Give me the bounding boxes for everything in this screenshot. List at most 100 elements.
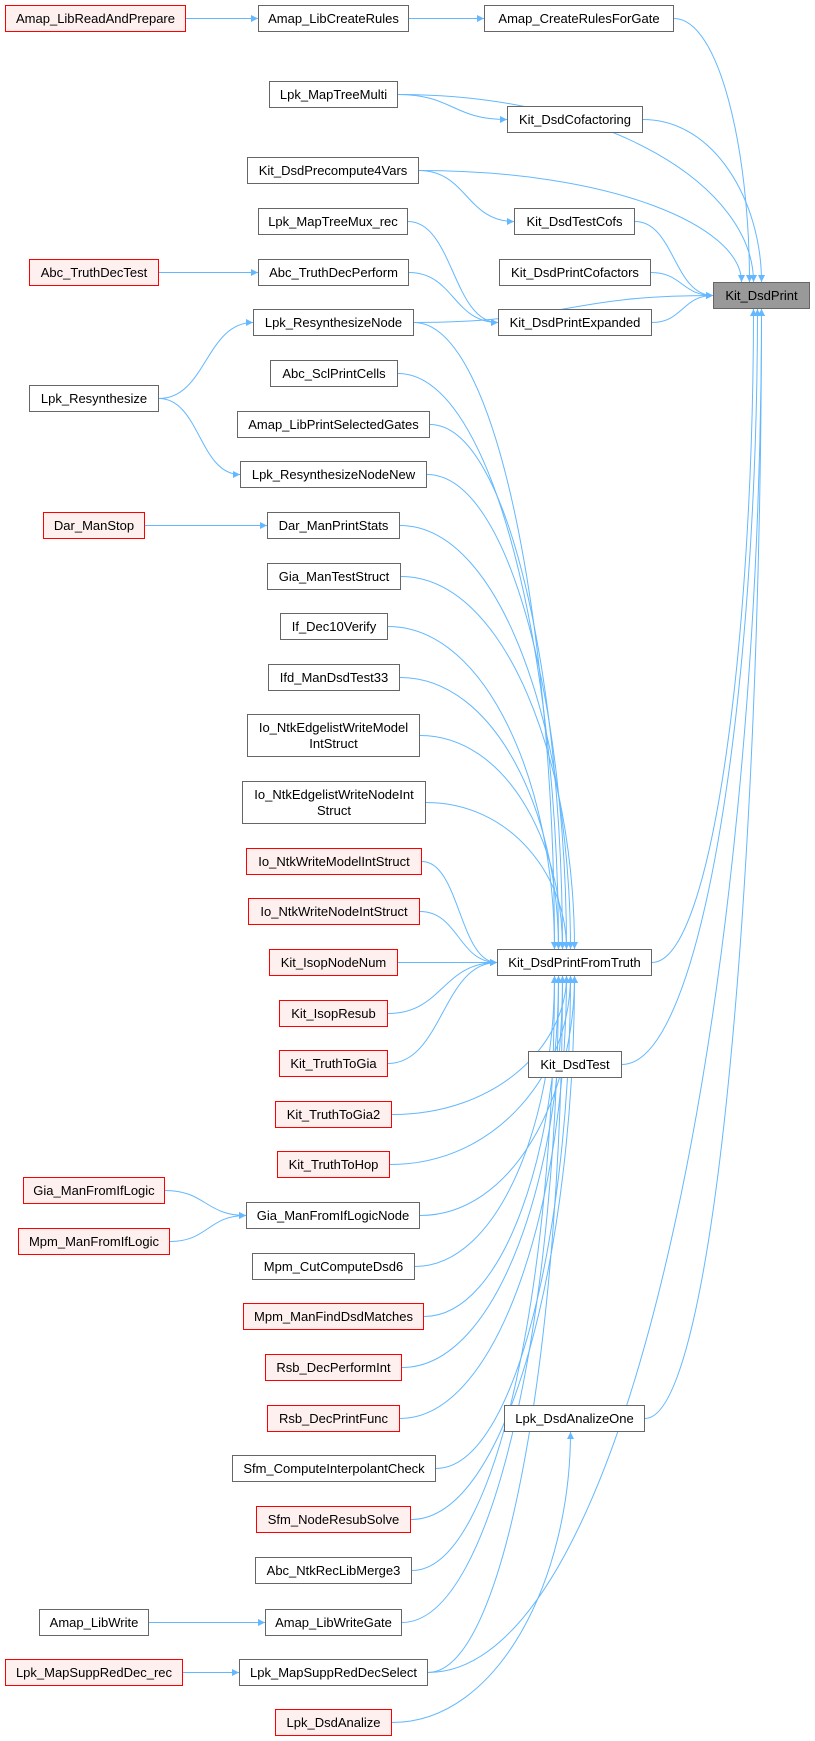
call-edge-n_gmfil-to-n_gmfiln (164, 1190, 247, 1219)
node-abc-ntkreclibmerge3[interactable]: Abc_NtkRecLibMerge3 (255, 1557, 412, 1584)
node-amap-libprintselectedgates[interactable]: Amap_LibPrintSelectedGates (237, 411, 430, 438)
call-edge-n_mtm-to-n_root (397, 94, 757, 283)
node-kit-truthtohop[interactable]: Kit_TruthToHop (277, 1151, 390, 1178)
call-edge-n_mtmux-to-n_pexp (407, 221, 499, 326)
node-lpk-maptreemux-rec[interactable]: Lpk_MapTreeMux_rec (258, 208, 408, 235)
node-abc-sclprintcells[interactable]: Abc_SclPrintCells (270, 360, 398, 387)
node-label: Io_NtkEdgelistWriteModel IntStruct (258, 719, 409, 751)
node-amap-libwritegate[interactable]: Amap_LibWriteGate (265, 1609, 402, 1636)
node-dar-manprintstats[interactable]: Dar_ManPrintStats (267, 512, 400, 539)
call-edge-n_tcofs-to-n_root (634, 221, 714, 299)
node-label: Kit_DsdPrintExpanded (509, 314, 641, 330)
node-label: Sfm_NodeResubSolve (267, 1511, 400, 1527)
node-gia-mantestsruct[interactable]: Gia_ManTestStruct (267, 563, 401, 590)
call-edge-n_msrds-to-n_pft (427, 975, 566, 1673)
node-io-ntkwritemodelintstruct[interactable]: Io_NtkWriteModelIntStruct (246, 848, 422, 875)
node-kit-dsdprintfromtruth[interactable]: Kit_DsdPrintFromTruth (497, 949, 652, 976)
call-edge-n_rs-to-n_rsn (158, 319, 254, 399)
node-label: Kit_IsopNodeNum (280, 954, 387, 970)
node-label: Lpk_ResynthesizeNodeNew (251, 466, 416, 482)
node-label: Kit_IsopResub (291, 1005, 376, 1021)
node-label: Rsb_DecPerformInt (276, 1359, 391, 1375)
node-label: Lpk_MapSuppRedDec_rec (15, 1664, 173, 1680)
node-kit-truthtogia2[interactable]: Kit_TruthToGia2 (275, 1101, 392, 1128)
node-kit-dsdprint[interactable]: Kit_DsdPrint (713, 282, 810, 309)
node-lpk-dsdanalizeone[interactable]: Lpk_DsdAnalizeOne (504, 1405, 645, 1432)
node-kit-dsdtestcofs[interactable]: Kit_DsdTestCofs (514, 208, 635, 235)
node-if-dec10verify[interactable]: If_Dec10Verify (280, 613, 388, 640)
node-label: Kit_TruthToHop (288, 1156, 379, 1172)
node-kit-truthtogia[interactable]: Kit_TruthToGia (279, 1050, 388, 1077)
node-sfm-noderesubsolve[interactable]: Sfm_NodeResubSolve (256, 1506, 411, 1533)
call-edge-n_pcof-to-n_root (650, 272, 714, 299)
node-label: Amap_LibWriteGate (275, 1614, 392, 1630)
node-abc-truthdectest[interactable]: Abc_TruthDecTest (29, 259, 159, 286)
node-amap-libwrite[interactable]: Amap_LibWrite (39, 1609, 149, 1636)
node-lpk-mapsuppreddec-rec[interactable]: Lpk_MapSuppRedDec_rec (5, 1659, 183, 1686)
node-label: Amap_LibWrite (49, 1614, 139, 1630)
node-dar-manstop[interactable]: Dar_ManStop (43, 512, 145, 539)
node-kit-dsdprintcofactors[interactable]: Kit_DsdPrintCofactors (499, 259, 651, 286)
node-label: Gia_ManFromIfLogic (33, 1182, 155, 1198)
node-amap-createrulesforgate[interactable]: Amap_CreateRulesForGate (484, 5, 674, 32)
node-kit-dsdtest[interactable]: Kit_DsdTest (528, 1051, 622, 1078)
node-ifd-mandsdtest33[interactable]: Ifd_ManDsdTest33 (268, 664, 400, 691)
node-label: Kit_DsdPrintCofactors (511, 264, 639, 280)
call-edge-n_mtm-to-n_dcof (397, 94, 508, 123)
node-label: Ifd_ManDsdTest33 (279, 669, 389, 685)
node-label: Dar_ManPrintStats (278, 517, 389, 533)
node-kit-dsdprintexpanded[interactable]: Kit_DsdPrintExpanded (498, 309, 652, 336)
node-sfm-computeinterpolantcheck[interactable]: Sfm_ComputeInterpolantCheck (232, 1455, 436, 1482)
node-gia-manfromiflogic[interactable]: Gia_ManFromIfLogic (23, 1177, 165, 1204)
node-label: Lpk_Resynthesize (40, 390, 148, 406)
node-gia-manfromiflogicnode[interactable]: Gia_ManFromIfLogicNode (246, 1202, 420, 1229)
call-edge-n_gmfiln-to-n_pft (419, 975, 578, 1216)
call-edge-n_da-to-n_dao (391, 1431, 574, 1723)
node-kit-isopnodenum[interactable]: Kit_IsopNodeNum (269, 949, 398, 976)
node-label: Abc_TruthDecTest (40, 264, 148, 280)
node-label: Mpm_CutComputeDsd6 (263, 1258, 404, 1274)
node-io-ntkedgelistwritenodeintstruct[interactable]: Io_NtkEdgelistWriteNodeInt Struct (242, 781, 426, 824)
node-kit-dsdcofactoring[interactable]: Kit_DsdCofactoring (507, 106, 643, 133)
node-mpm-manfromiflogic[interactable]: Mpm_ManFromIfLogic (18, 1228, 170, 1255)
node-lpk-maptreemulti[interactable]: Lpk_MapTreeMulti (269, 81, 398, 108)
call-edge-n_mccd-to-n_pft (414, 975, 558, 1267)
node-amap-libcreaterules[interactable]: Amap_LibCreateRules (258, 5, 409, 32)
call-edge-n_mmfil-to-n_gmfiln (169, 1212, 247, 1242)
node-rsb-decperformint[interactable]: Rsb_DecPerformInt (265, 1354, 402, 1381)
call-edge-n_dao-to-n_root (644, 308, 765, 1419)
call-edge-n_rs-to-n_rsnn (158, 398, 241, 478)
node-label: Abc_NtkRecLibMerge3 (266, 1562, 401, 1578)
call-edge-n_gts-to-n_pft (400, 576, 578, 950)
node-label: Amap_LibReadAndPrepare (16, 10, 175, 26)
node-label: Mpm_ManFromIfLogic (28, 1233, 160, 1249)
node-amap-libreadandprepare[interactable]: Amap_LibReadAndPrepare (5, 5, 186, 32)
call-edge-n_pre4-to-n_root (418, 170, 745, 283)
node-label: Lpk_MapSuppRedDecSelect (250, 1664, 417, 1680)
node-lpk-dsdanalize[interactable]: Lpk_DsdAnalize (275, 1709, 392, 1736)
node-mpm-manfinddsdmatches[interactable]: Mpm_ManFindDsdMatches (243, 1303, 424, 1330)
call-edge-n_dcof-to-n_root (642, 119, 765, 283)
node-kit-dsdprecompute4vars[interactable]: Kit_DsdPrecompute4Vars (247, 157, 419, 184)
call-edge-n_cr4g-to-n_root (673, 18, 753, 283)
node-rsb-decprintfunc[interactable]: Rsb_DecPrintFunc (267, 1405, 400, 1432)
call-edge-n_msrds-to-n_root (427, 308, 765, 1673)
node-lpk-resynthesize[interactable]: Lpk_Resynthesize (29, 385, 159, 412)
node-io-ntkwritenodeintstruct[interactable]: Io_NtkWriteNodeIntStruct (248, 898, 420, 925)
node-label: Kit_DsdPrecompute4Vars (258, 162, 408, 178)
node-lpk-resynthesizenode[interactable]: Lpk_ResynthesizeNode (253, 309, 414, 336)
call-edge-n_scl-to-n_pft (397, 373, 562, 950)
node-mpm-cutcomputedsd6[interactable]: Mpm_CutComputeDsd6 (252, 1253, 415, 1280)
node-io-ntkedgelistwritemodelintstruct[interactable]: Io_NtkEdgelistWriteModel IntStruct (247, 714, 420, 757)
call-edge-n_nrlm-to-n_pft (411, 975, 558, 1571)
node-kit-isopresub[interactable]: Kit_IsopResub (279, 1000, 388, 1027)
node-label: Io_NtkWriteModelIntStruct (258, 853, 410, 869)
node-abc-truthdecperform[interactable]: Abc_TruthDecPerform (258, 259, 409, 286)
node-lpk-mapsuppreddecselect[interactable]: Lpk_MapSuppRedDecSelect (239, 1659, 428, 1686)
call-edge-n_wni-to-n_pft (419, 911, 498, 966)
node-lpk-resynthesizenodenew[interactable]: Lpk_ResynthesizeNodeNew (240, 461, 427, 488)
call-edge-n_rsnn-to-n_pft (426, 474, 570, 950)
node-label: Kit_TruthToGia2 (286, 1106, 381, 1122)
node-label: Lpk_MapTreeMulti (279, 86, 388, 102)
call-edge-n_pft-to-n_root (651, 308, 757, 963)
